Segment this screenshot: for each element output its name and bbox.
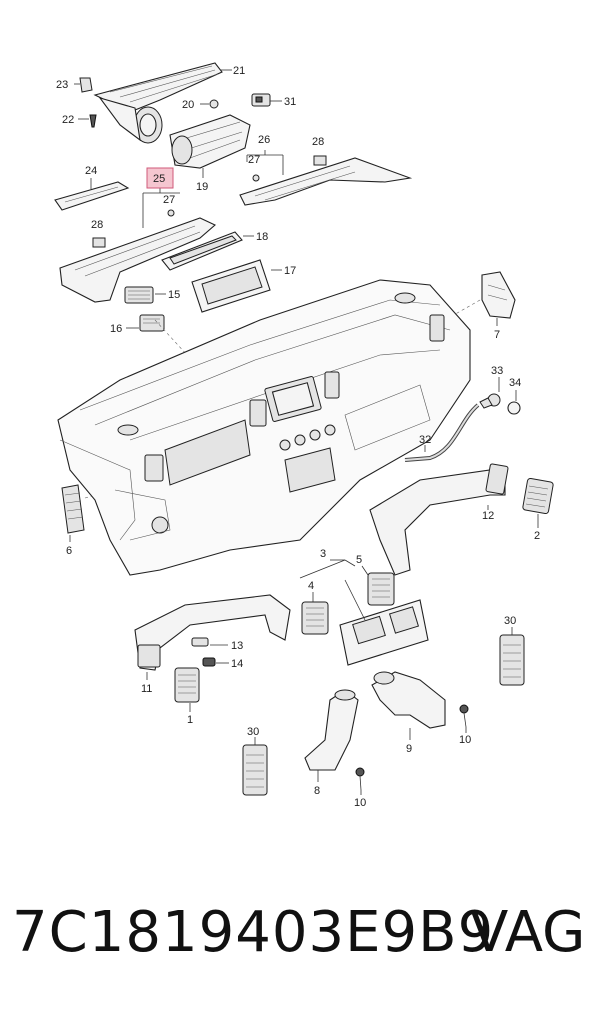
label-4: 4 [308, 580, 314, 592]
part-18-frame [161, 231, 243, 271]
label-6: 6 [66, 545, 72, 557]
label-28-lower: 28 [91, 219, 103, 231]
part-30-vent-right [499, 634, 525, 686]
label-22: 22 [62, 114, 74, 126]
label-2: 2 [534, 530, 540, 542]
part-17-display-frame [191, 259, 271, 313]
part-22-screw [89, 114, 97, 128]
label-10-right: 10 [459, 734, 471, 746]
part-10-screw-lower [355, 767, 365, 791]
label-31: 31 [284, 96, 296, 108]
brand-name: VAG [470, 900, 586, 965]
label-20: 20 [182, 99, 194, 111]
part-25-cowl-lower [59, 217, 217, 303]
part-7-end-trim [481, 271, 516, 319]
part-14-clip [202, 657, 216, 667]
part-13-clip [191, 637, 209, 647]
label-1: 1 [187, 714, 193, 726]
part-27-clip-lower [167, 209, 175, 217]
label-7: 7 [494, 329, 500, 341]
part-16-vent [139, 314, 165, 332]
label-28-top: 28 [312, 136, 324, 148]
part-9-duct [371, 671, 446, 729]
part-3-center-bezel [339, 599, 429, 666]
part-15-vent [124, 286, 154, 304]
part-10-screw-right [459, 704, 469, 728]
label-26: 26 [258, 134, 270, 146]
label-30-lower: 30 [247, 726, 259, 738]
label-25: 25 [153, 173, 165, 185]
part-1-vent [174, 667, 200, 703]
part-6-side-vent [61, 484, 85, 534]
label-14: 14 [231, 658, 243, 670]
label-27-top: 27 [248, 154, 260, 166]
part-11-duct [134, 594, 291, 671]
part-4-vent [301, 601, 329, 635]
part-12-duct [369, 463, 509, 576]
label-13: 13 [231, 640, 243, 652]
label-18: 18 [256, 231, 268, 243]
part-30-vent-lower [242, 744, 268, 796]
label-3: 3 [320, 548, 326, 560]
part-2-vent [522, 477, 554, 515]
part-27-clip-top [252, 174, 260, 182]
part-number: 7C1819403E9B9 [12, 900, 495, 965]
part-19-housing [169, 114, 251, 169]
part-34-cap [507, 401, 521, 415]
part-8-duct [304, 689, 359, 771]
part-20-nut [209, 99, 219, 109]
label-19: 19 [196, 181, 208, 193]
part-31-connector [251, 93, 271, 107]
parts-diagram: 21 23 22 20 31 26 28 27 19 24 25 27 28 1… [54, 62, 554, 809]
part-21-air-intake [93, 62, 223, 144]
part-23-clip [79, 77, 93, 93]
label-8: 8 [314, 785, 320, 797]
label-10-lower: 10 [354, 797, 366, 809]
label-21: 21 [233, 65, 245, 77]
label-23: 23 [56, 79, 68, 91]
part-5-vent [367, 572, 395, 606]
label-12: 12 [482, 510, 494, 522]
label-24: 24 [85, 165, 97, 177]
label-27-lower: 27 [163, 194, 175, 206]
label-33: 33 [491, 365, 503, 377]
part-24-cover [54, 181, 130, 211]
part-25-highlight: 25 [146, 167, 174, 189]
dashboard [57, 279, 471, 576]
label-11: 11 [141, 683, 152, 695]
part-28-clip-top [313, 155, 327, 166]
part-33-nozzle [479, 393, 501, 409]
part-26-cowl-panel [239, 157, 413, 206]
label-34: 34 [509, 377, 521, 389]
label-32: 32 [419, 434, 431, 446]
label-9: 9 [406, 743, 412, 755]
label-30-right: 30 [504, 615, 516, 627]
label-16: 16 [110, 323, 122, 335]
part-32-hose [404, 403, 480, 462]
label-17: 17 [284, 265, 296, 277]
label-5: 5 [356, 554, 362, 566]
label-15: 15 [168, 289, 180, 301]
part-28-clip-lower [92, 237, 106, 248]
